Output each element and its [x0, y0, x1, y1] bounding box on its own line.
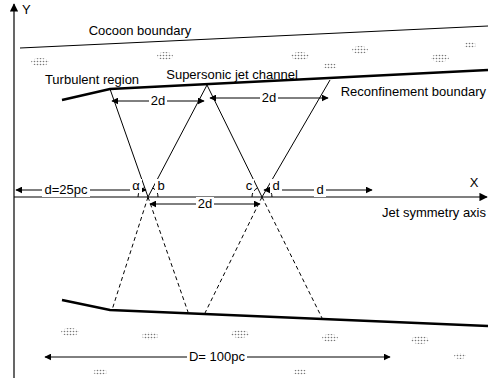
label: Turbulent region	[45, 73, 139, 87]
label: d	[314, 183, 325, 197]
label: D= 100pc	[187, 350, 247, 364]
label: d	[270, 179, 281, 193]
dimension-arrows	[16, 98, 390, 357]
label: 2d	[196, 197, 214, 211]
label: Jet symmetry axis	[382, 206, 486, 220]
label: Y	[22, 3, 31, 17]
label: α	[130, 179, 142, 193]
label: Supersonic jet channel	[166, 68, 298, 82]
label: b	[155, 179, 166, 193]
label: Cocoon boundary	[89, 24, 192, 38]
reconfinement-boundary	[62, 300, 488, 326]
shock-lines	[110, 80, 330, 197]
label: 2d	[260, 91, 278, 105]
label: d=25pc	[42, 183, 89, 197]
y-axis	[13, 4, 14, 378]
label: X	[470, 176, 479, 190]
label: Reconfinement boundary	[341, 85, 486, 99]
label: c	[244, 179, 255, 193]
label: 2d	[149, 94, 167, 108]
shock-lines-dashed	[112, 197, 322, 318]
